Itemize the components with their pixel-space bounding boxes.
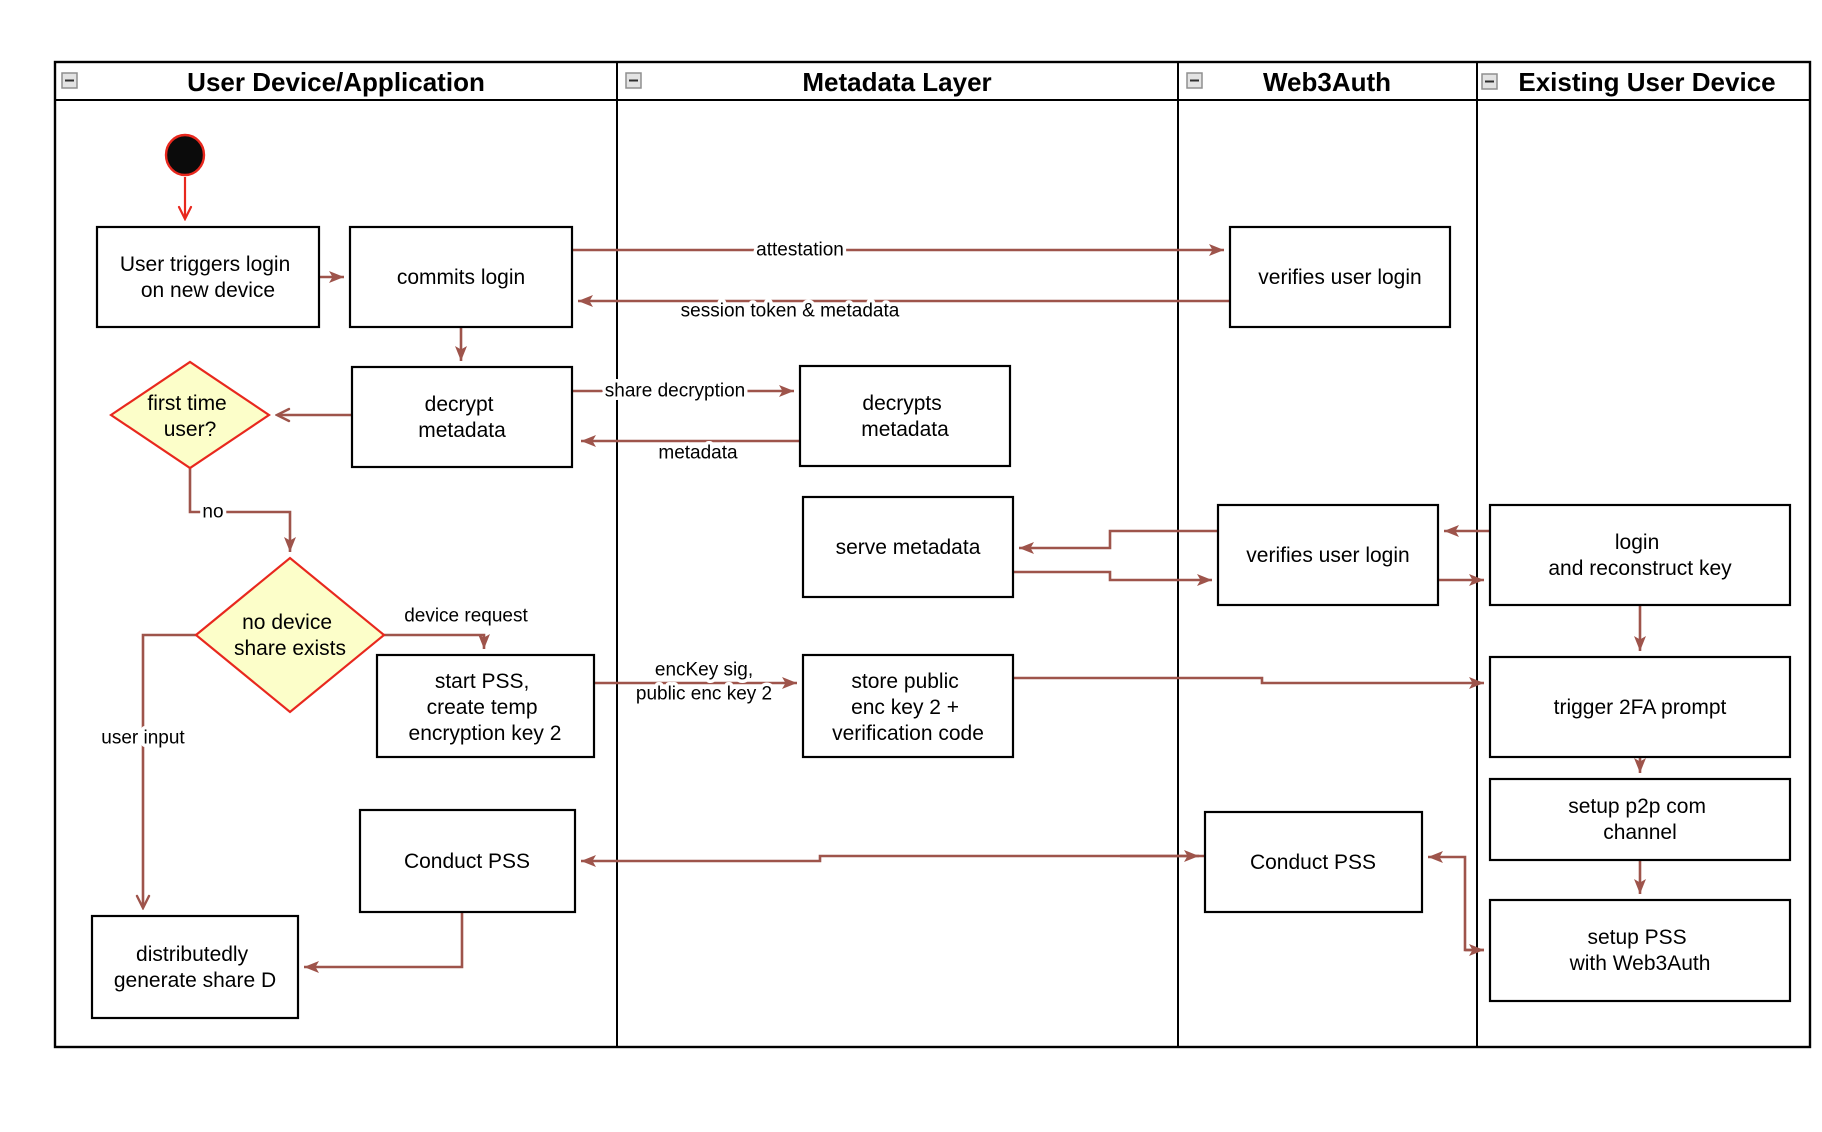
node-label: setup PSS with Web3Auth (1569, 926, 1711, 975)
node-no-device-share-decision: no device share exists (194, 556, 386, 714)
lane-title-web3auth: Web3Auth (1263, 67, 1391, 97)
node-conduct-pss-user-device: Conduct PSS (358, 808, 577, 914)
node-label: no device share exists (234, 611, 346, 660)
node-distributedly-generate-share: distributedly generate share D (90, 914, 300, 1020)
edge-device-request (384, 633, 490, 649)
lane-frame (53, 60, 1812, 1049)
node-label: User triggers login on new device (120, 253, 296, 302)
node-decrypts-metadata: decrypts metadata (798, 364, 1012, 468)
node-verifies-user-login-1: verifies user login (1228, 225, 1452, 329)
label-no: no (202, 502, 223, 523)
node-verifies-user-login-2: verifies user login (1216, 503, 1440, 607)
lane-title-existing-user-device: Existing User Device (1518, 67, 1775, 97)
node-box (95, 225, 321, 329)
node-first-time-user-decision: first time user? (109, 360, 271, 470)
start-node (164, 133, 206, 177)
lane-title-user-device: User Device/Application (187, 67, 485, 97)
node-box (1488, 655, 1792, 759)
label-device-request: device request (404, 606, 528, 627)
node-box (1488, 777, 1792, 862)
decision-diamond (194, 556, 386, 714)
nodes: User triggers login on new device commit… (90, 133, 1792, 1020)
node-label: first time user? (147, 392, 232, 441)
edge-conduct-pss-to-conduct-pss-left (581, 854, 1205, 867)
edge-store-to-trigger-2fa (1013, 676, 1484, 689)
diagram-border (53, 60, 1812, 1049)
edge-verifies2-to-serve-metadata (1019, 529, 1218, 554)
edge-no-branch (188, 468, 296, 552)
edges (143, 177, 1646, 973)
node-box (375, 653, 596, 759)
node-label: Conduct PSS (1250, 851, 1376, 874)
label-user-input: user input (101, 728, 185, 749)
node-label: decrypts metadata (861, 392, 949, 441)
node-box (350, 365, 574, 469)
node-box (1488, 503, 1792, 607)
decision-diamond (109, 360, 271, 470)
node-trigger-2fa-prompt: trigger 2FA prompt (1488, 655, 1792, 759)
node-box (348, 225, 574, 329)
lane-headers: User Device/Application Metadata Layer W… (61, 67, 1776, 97)
node-label: commits login (397, 266, 525, 289)
node-user-triggers-login: User triggers login on new device (95, 225, 321, 329)
node-label: setup p2p com channel (1568, 795, 1712, 844)
label-session-token: session token & metadata (681, 301, 900, 322)
edge-serve-metadata-to-verifies2 (1013, 570, 1212, 586)
node-commits-login: commits login (348, 225, 574, 329)
node-setup-p2p-channel: setup p2p com channel (1488, 777, 1792, 862)
node-decrypt-metadata: decrypt metadata (350, 365, 574, 469)
collapse-icon-lane-4[interactable] (1481, 73, 1498, 90)
node-label: serve metadata (836, 536, 981, 559)
node-label: distributedly generate share D (114, 943, 276, 992)
node-box (801, 495, 1015, 599)
label-metadata: metadata (658, 443, 738, 464)
node-label: decrypt metadata (418, 393, 506, 442)
node-box (358, 808, 577, 914)
node-box (798, 364, 1012, 468)
label-attestation: attestation (756, 240, 844, 261)
node-login-and-reconstruct-key: login and reconstruct key (1488, 503, 1792, 607)
node-store-public-enc-key: store public enc key 2 + verification co… (801, 653, 1015, 759)
node-label: login and reconstruct key (1548, 531, 1732, 580)
node-label: store public enc key 2 + verification co… (832, 670, 984, 745)
label-share-decryption: share decryption (605, 381, 745, 402)
node-box (1203, 810, 1424, 914)
lane-title-metadata-layer: Metadata Layer (802, 67, 991, 97)
node-setup-pss-with-web3auth: setup PSS with Web3Auth (1488, 898, 1792, 1003)
node-box (1228, 225, 1452, 329)
collapse-icon-lane-2[interactable] (625, 72, 642, 89)
collapse-icon-lane-1[interactable] (61, 72, 78, 89)
label-enckey-line1: encKey sig, (655, 660, 753, 681)
node-box (1488, 898, 1792, 1003)
label-enckey-line2: public enc key 2 (636, 684, 772, 705)
node-box (1216, 503, 1440, 607)
node-start-pss: start PSS, create temp encryption key 2 (375, 653, 596, 759)
node-serve-metadata: serve metadata (801, 495, 1015, 599)
edge-user-input (143, 633, 196, 908)
node-label: trigger 2FA prompt (1554, 696, 1727, 719)
edge-labels: attestation session token & metadata sha… (98, 236, 903, 752)
node-label: verifies user login (1258, 266, 1421, 289)
collapse-icon-lane-3[interactable] (1186, 72, 1203, 89)
edge-conduct-pss-to-generate-share (304, 912, 464, 973)
node-box (90, 914, 300, 1020)
node-box (801, 653, 1015, 759)
node-label: verifies user login (1246, 544, 1409, 567)
node-label: start PSS, create temp encryption key 2 (409, 670, 562, 745)
node-conduct-pss-web3auth: Conduct PSS (1203, 810, 1424, 914)
node-label: Conduct PSS (404, 850, 530, 873)
